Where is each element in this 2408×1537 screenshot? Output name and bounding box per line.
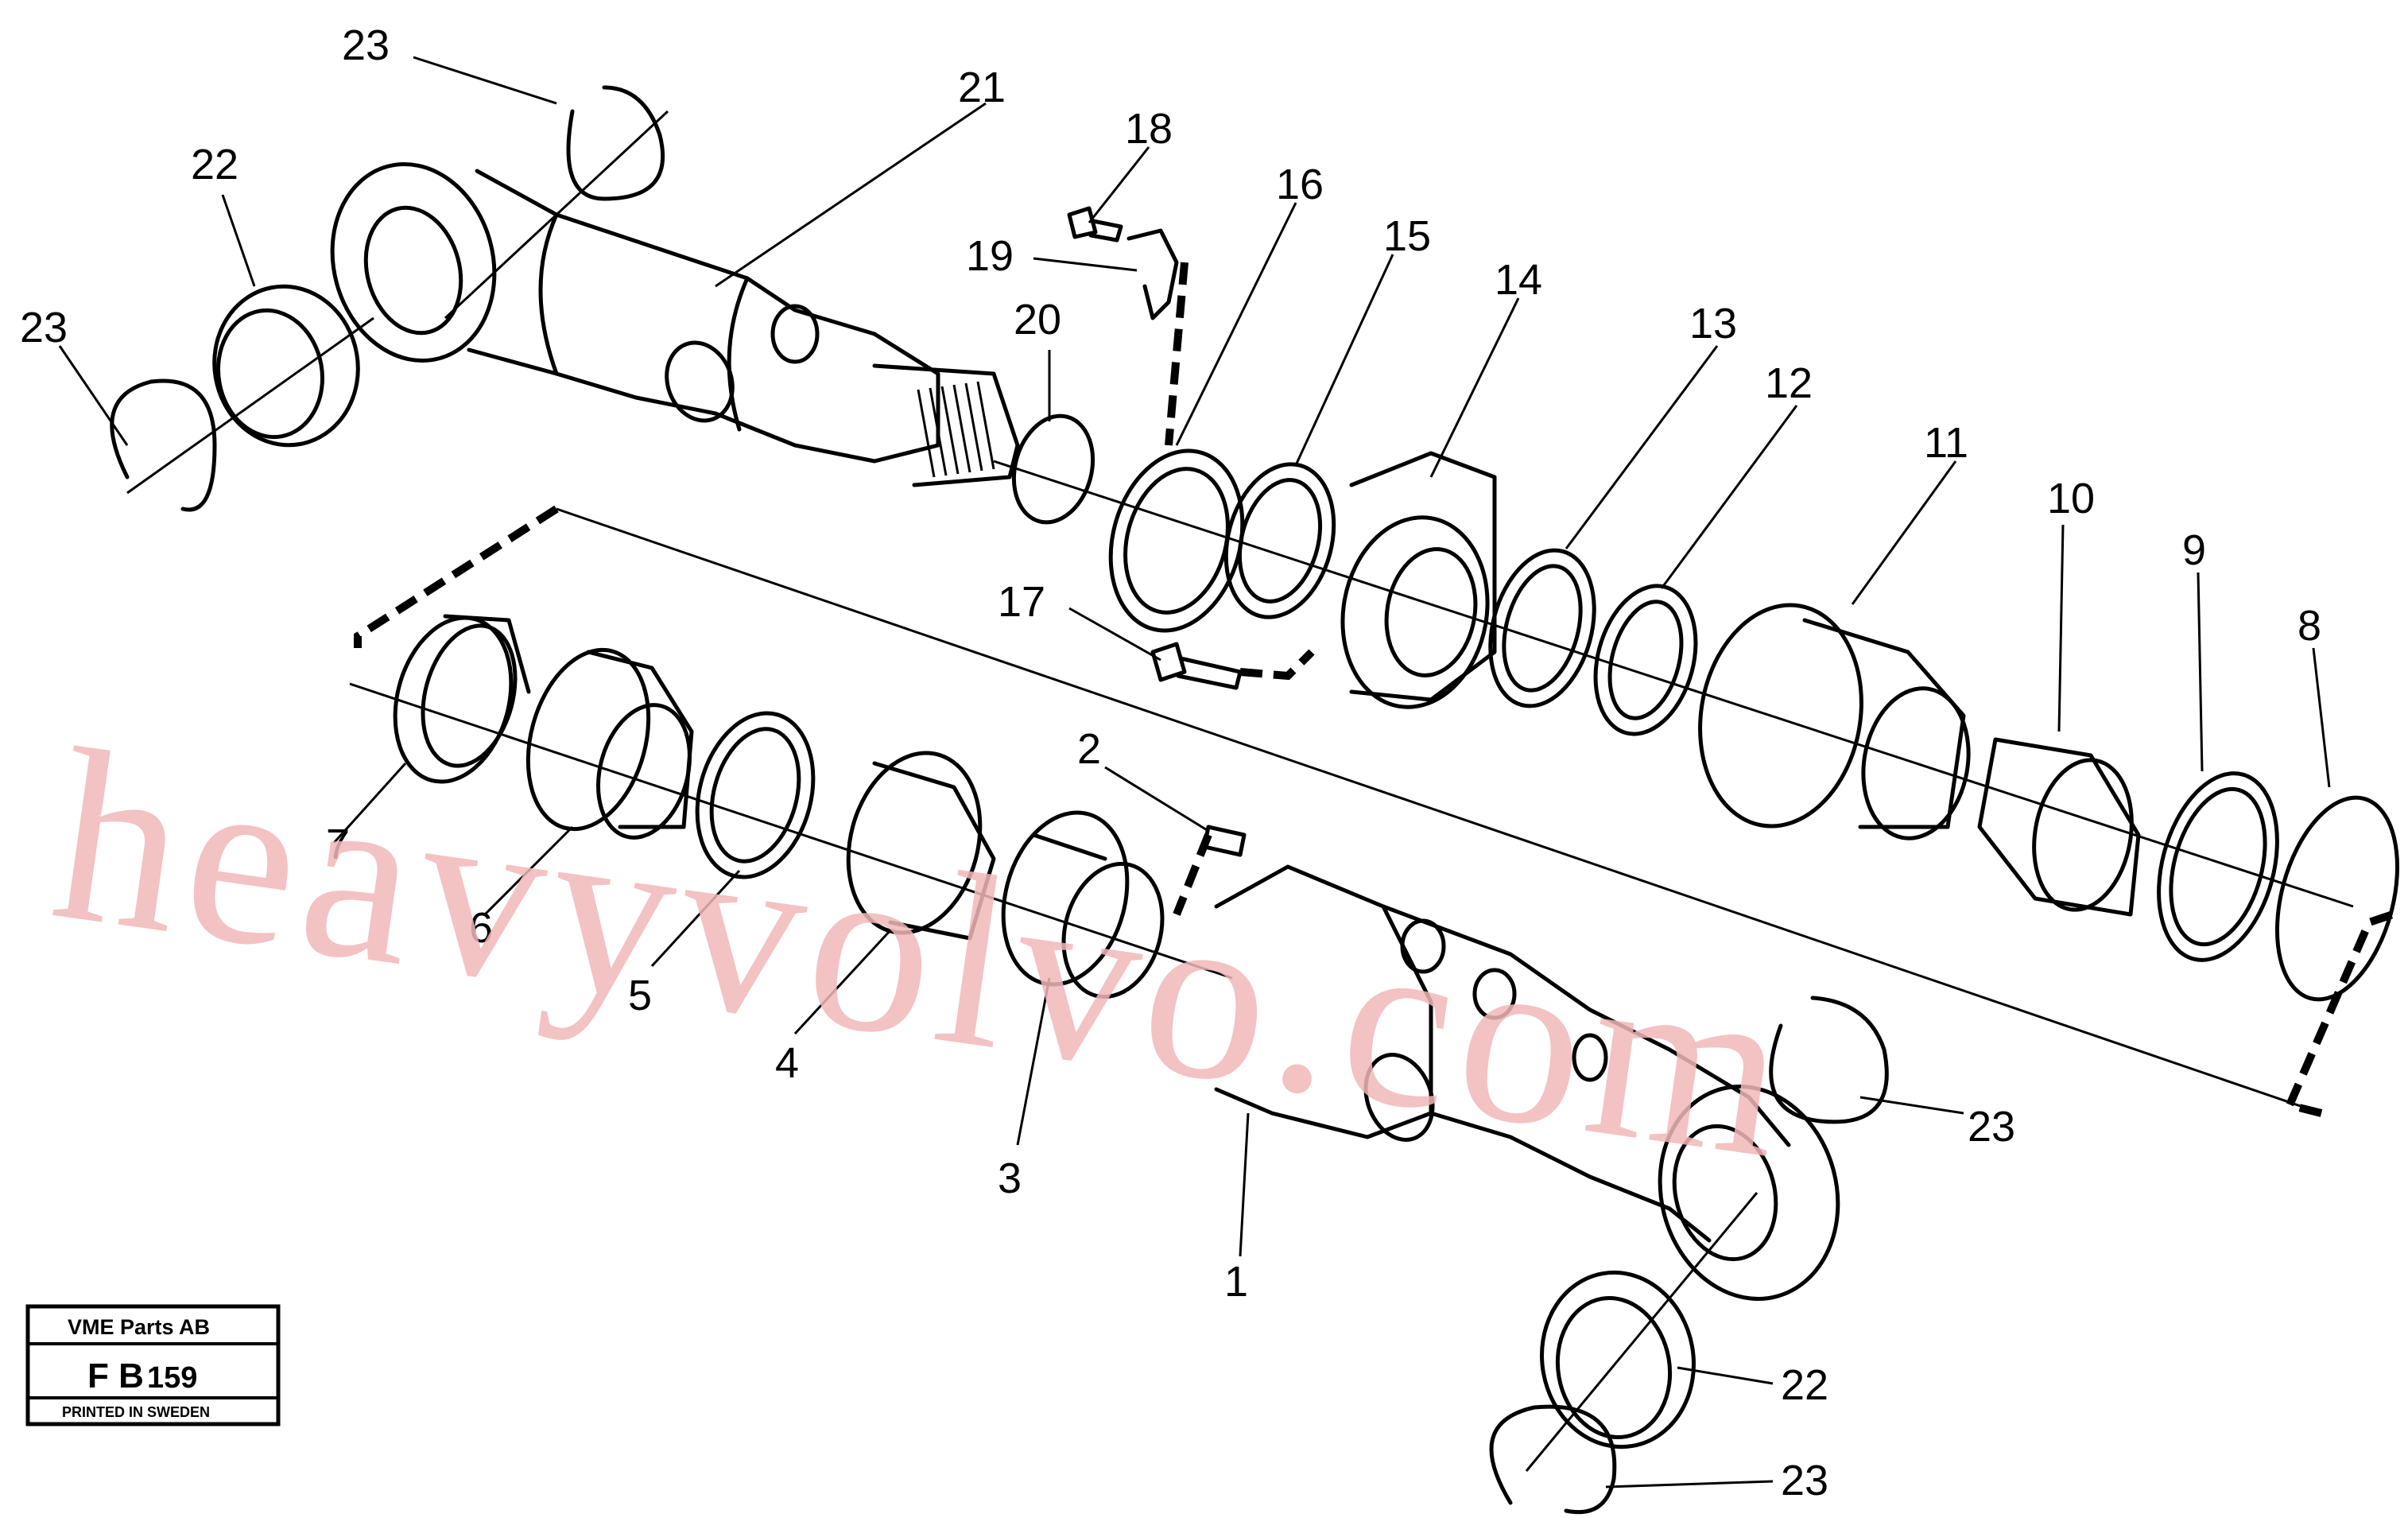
callout-23-top: 23 bbox=[342, 21, 390, 69]
title-block: VME Parts AB F B 159 PRINTED IN SWEDEN bbox=[25, 1304, 281, 1426]
callout-5: 5 bbox=[628, 972, 652, 1019]
leader-lines bbox=[58, 56, 2331, 1488]
circlip-lower-bottom bbox=[1489, 1192, 1758, 1515]
callout-8: 8 bbox=[2297, 602, 2321, 650]
axis-upper bbox=[993, 460, 2354, 908]
callout-1: 1 bbox=[1224, 1258, 1248, 1306]
title-company: VME Parts AB bbox=[68, 1315, 210, 1339]
bearing-lower bbox=[1540, 1270, 1696, 1450]
screw-18 bbox=[1067, 206, 1123, 243]
callout-11: 11 bbox=[1924, 419, 1968, 467]
seal-12 bbox=[1593, 584, 1698, 736]
callout-labels: 23 21 22 18 16 19 15 14 20 23 13 12 11 1… bbox=[20, 21, 2321, 1504]
screw-2 bbox=[1202, 825, 1247, 857]
sleeve-10 bbox=[1977, 737, 2141, 917]
callout-15: 15 bbox=[1383, 212, 1431, 260]
circlip-lower-right bbox=[1769, 996, 1889, 1124]
assembly-frame bbox=[354, 262, 2394, 1117]
callout-23-bottom: 23 bbox=[1781, 1457, 1828, 1504]
seal-7 bbox=[393, 614, 531, 784]
guide-ring-13 bbox=[1488, 548, 1596, 708]
seal-15 bbox=[1223, 462, 1336, 619]
bracket-19 bbox=[1126, 228, 1179, 320]
callout-20: 20 bbox=[1014, 296, 1061, 343]
screw-17 bbox=[1150, 642, 1243, 690]
title-printed: PRINTED IN SWEDEN bbox=[62, 1404, 210, 1420]
o-ring-20 bbox=[1011, 413, 1095, 525]
callout-9: 9 bbox=[2182, 526, 2206, 574]
callout-3: 3 bbox=[998, 1155, 1022, 1202]
callout-22-top: 22 bbox=[191, 141, 238, 188]
callout-4: 4 bbox=[775, 1039, 799, 1087]
callout-14: 14 bbox=[1495, 256, 1542, 304]
ring-9 bbox=[2157, 771, 2279, 962]
callout-17: 17 bbox=[998, 578, 1045, 626]
title-code-number: 159 bbox=[147, 1361, 197, 1395]
callout-10: 10 bbox=[2047, 475, 2095, 522]
callout-23-mid-right: 23 bbox=[1968, 1103, 2015, 1151]
callout-23-left: 23 bbox=[20, 304, 68, 351]
piston-rod-eye bbox=[330, 162, 1020, 487]
piston-6 bbox=[525, 647, 694, 840]
circlip-upper-left bbox=[110, 316, 374, 512]
callout-6: 6 bbox=[469, 904, 493, 952]
bushing-11 bbox=[1698, 603, 1971, 840]
callout-19: 19 bbox=[966, 232, 1014, 280]
callout-13: 13 bbox=[1689, 300, 1737, 347]
callout-21: 21 bbox=[958, 64, 1006, 111]
callout-12: 12 bbox=[1765, 359, 1813, 407]
cylinder-tube-1 bbox=[1214, 864, 1840, 1301]
bearing-upper bbox=[212, 284, 360, 448]
callout-2: 2 bbox=[1077, 725, 1101, 773]
callout-16: 16 bbox=[1276, 161, 1324, 208]
circlip-upper-right bbox=[444, 85, 669, 320]
axis-lower bbox=[349, 682, 1233, 980]
watermark: heavyvolvo.com bbox=[41, 698, 1809, 1212]
callout-7: 7 bbox=[326, 821, 350, 868]
cylinder-head-14 bbox=[1340, 451, 1497, 709]
title-code-letters: F B bbox=[87, 1357, 144, 1395]
stop-ring-3 bbox=[1001, 810, 1165, 999]
callout-18: 18 bbox=[1125, 105, 1173, 153]
callout-22-bottom: 22 bbox=[1781, 1361, 1828, 1409]
